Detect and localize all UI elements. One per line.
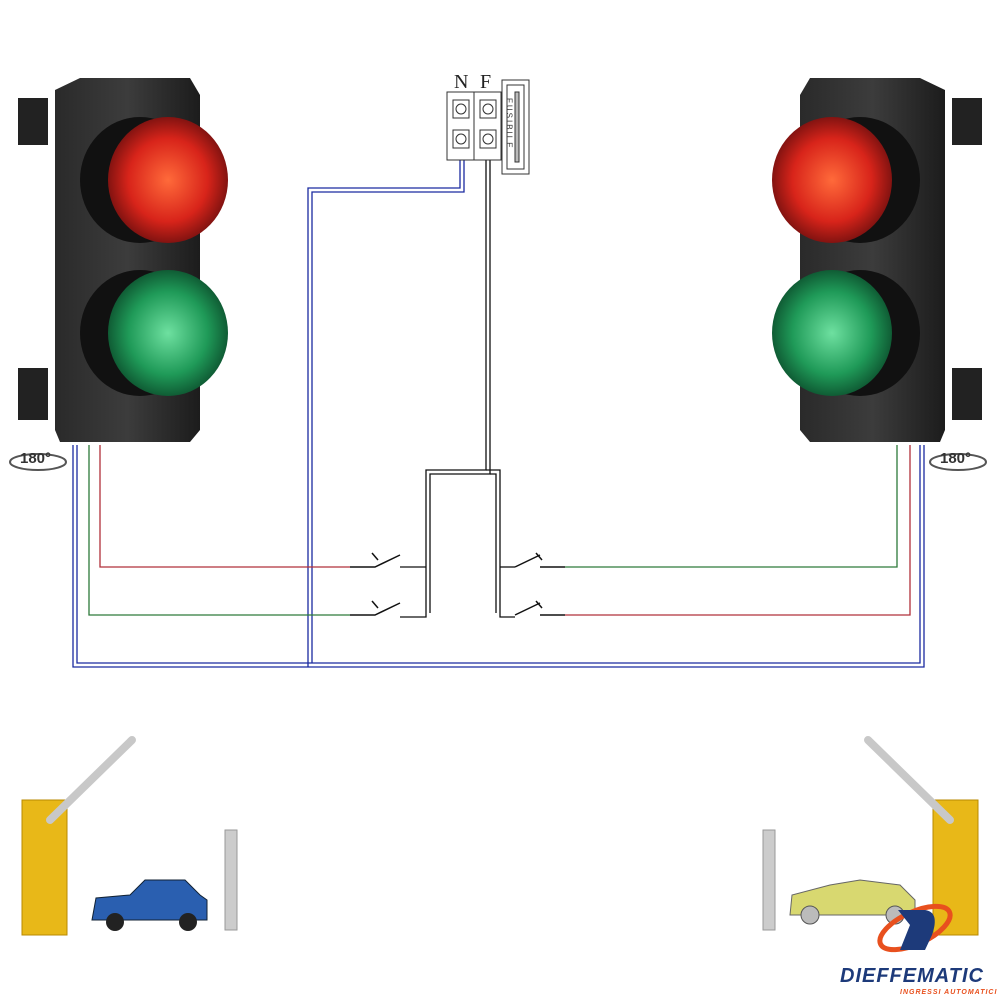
green-lamp (108, 270, 228, 396)
rotate-icon-left: 180° (9, 450, 67, 471)
phase-label: F (480, 71, 491, 93)
green-wire-right (565, 445, 898, 568)
terminal-block (446, 79, 530, 175)
neutral-label: N (454, 71, 468, 93)
car-blue (91, 879, 208, 931)
green-lamp (772, 270, 892, 396)
red-wire-right (565, 445, 911, 616)
phase-wires (400, 160, 515, 618)
rotate-icon-right: 180° (929, 450, 987, 471)
barrier-left (21, 736, 238, 936)
dieffematic-logo: DIEFFEMATIC INGRESSI AUTOMATICI (840, 903, 997, 996)
traffic-light-right (772, 78, 982, 442)
traffic-light-left (18, 78, 228, 442)
red-lamp (772, 117, 892, 243)
svg-text:INGRESSI AUTOMATICI: INGRESSI AUTOMATICI (900, 989, 997, 996)
barrier-right (762, 736, 979, 936)
svg-text:180°: 180° (940, 450, 971, 467)
red-lamp (108, 117, 228, 243)
red-wire-left (99, 445, 350, 568)
fuse-label: FUSIBILE (505, 98, 514, 150)
neutral-wires (72, 160, 925, 668)
green-wire-left (88, 445, 350, 616)
switches (350, 552, 565, 616)
svg-text:DIEFFEMATIC: DIEFFEMATIC (840, 965, 984, 987)
svg-text:180°: 180° (20, 450, 51, 467)
